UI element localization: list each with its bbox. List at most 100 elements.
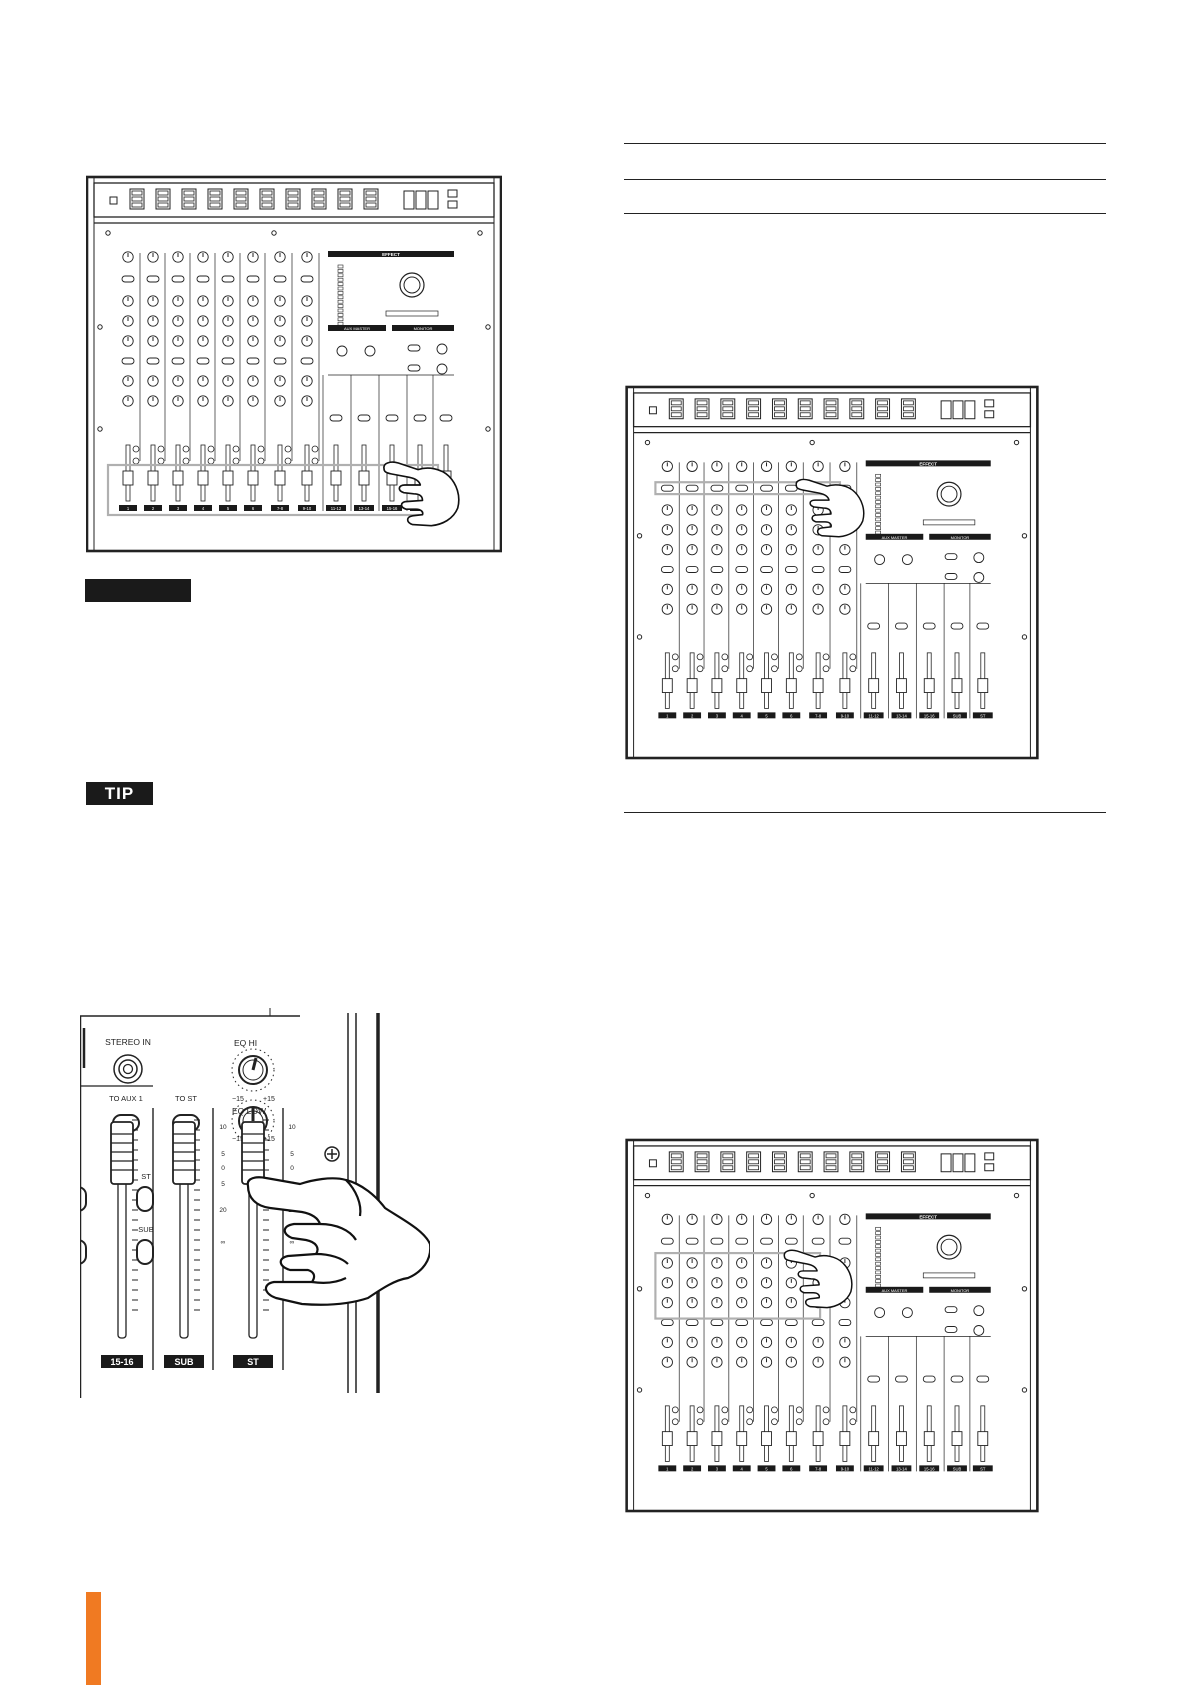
channel-knob (760, 544, 773, 556)
rear-panel-strip (93, 182, 495, 218)
svg-text:4: 4 (741, 713, 744, 718)
fader-knob (661, 1431, 673, 1446)
channel-knob (760, 1277, 773, 1289)
channel-switch (760, 566, 773, 573)
fader-scale-label: 5 (221, 1151, 225, 1158)
svg-text:11-12: 11-12 (869, 713, 880, 718)
mixer-channel-label: 7-8 (271, 505, 289, 511)
channel-knob (686, 583, 698, 595)
eq-hi-min: −15 (232, 1096, 244, 1103)
mixer-channel-label: 4 (194, 505, 212, 511)
channel-knob (661, 460, 673, 472)
tip-badge-label: TIP (104, 783, 135, 803)
master-switch (922, 1375, 936, 1383)
channel-knob (711, 583, 723, 595)
channel-switch (710, 1237, 724, 1245)
svg-text:ST: ST (247, 1357, 259, 1367)
channel-knob (661, 1277, 673, 1289)
fader-knob (330, 470, 342, 486)
channel-switch (838, 1319, 852, 1326)
mixer-channel-label: SUB (947, 1465, 967, 1471)
channel-knob (686, 544, 698, 556)
input-jack-icon (849, 398, 865, 420)
channel-switch (121, 275, 135, 283)
input-jack-icon (746, 398, 762, 420)
channel-knob (760, 603, 773, 615)
channel-knob (661, 1336, 673, 1348)
channel-knob (661, 583, 673, 595)
master-switch (895, 622, 908, 630)
channel-switch (760, 1237, 773, 1245)
monitor-section: MONITOR (929, 1286, 991, 1336)
channel-switch (811, 566, 825, 573)
channel-label-st: ST (233, 1355, 273, 1368)
aux-master-section: AUX MASTER (328, 325, 386, 357)
fader-scale-label: 10 (219, 1124, 227, 1131)
channel-switch (660, 1319, 674, 1326)
fader-scale-label: 10 (288, 1124, 296, 1131)
fader-scale-label: 0 (221, 1165, 225, 1172)
channel-knob (812, 1336, 824, 1348)
svg-text:1: 1 (666, 1466, 669, 1471)
svg-text:3: 3 (177, 506, 180, 511)
mixer-channel-label: 2 (683, 712, 702, 718)
mixer-channel-label: 7-8 (809, 712, 828, 718)
monitor-jack-icon (940, 1153, 952, 1173)
mixer-channel-label: ST (972, 712, 993, 718)
svg-text:7-8: 7-8 (815, 713, 822, 718)
channel-knob (812, 603, 824, 615)
input-jack-icon (849, 1151, 865, 1173)
input-jack-icon (311, 188, 327, 210)
fader-knob (661, 678, 673, 693)
svg-text:1: 1 (666, 713, 669, 718)
fader-knob (147, 470, 159, 486)
mixer-channel-label: 3 (707, 1465, 726, 1471)
channel-knob (785, 1336, 797, 1348)
channel-knob (812, 460, 824, 472)
channel-knob (812, 1213, 824, 1225)
accent-bar (86, 1592, 101, 1685)
svg-text:EFFECT: EFFECT (919, 1214, 937, 1219)
mixer-channel-label: 11-12 (863, 712, 884, 718)
input-jack-icon (337, 188, 353, 210)
channel-knob (711, 460, 723, 472)
master-switch (867, 1375, 881, 1383)
rule-mid (624, 812, 1106, 813)
svg-text:SUB: SUB (174, 1357, 194, 1367)
svg-text:MONITOR: MONITOR (951, 1288, 970, 1293)
svg-text:15-16: 15-16 (110, 1357, 133, 1367)
channel-switch (735, 1319, 749, 1326)
channel-switch (811, 1237, 825, 1245)
mixer-channel-label: ST (972, 1465, 993, 1471)
channel-switch (246, 275, 260, 283)
channel-switch (660, 484, 674, 492)
input-jack-icon (233, 188, 249, 210)
eq-hi-max: +15 (263, 1096, 275, 1103)
screw-icon (1021, 1286, 1028, 1292)
svg-text:EFFECT: EFFECT (382, 252, 400, 257)
channel-knob (736, 1213, 748, 1225)
mixer-channel-label: 3 (707, 712, 726, 718)
channel-knob (760, 460, 773, 472)
channel-switch (838, 566, 852, 573)
svg-text:AUX MASTER: AUX MASTER (882, 1288, 908, 1293)
master-switch (950, 622, 964, 630)
fader-knob (951, 1431, 963, 1446)
input-jack-icon (694, 398, 710, 420)
master-switch (413, 414, 427, 422)
svg-text:9-10: 9-10 (841, 1466, 850, 1471)
fader-knob (711, 1431, 723, 1446)
mixer-channel-label: 1 (658, 712, 677, 718)
svg-text:15-16: 15-16 (924, 1466, 935, 1471)
channel-knob (686, 1336, 698, 1348)
channel-knob (686, 1213, 698, 1225)
svg-text:5: 5 (227, 506, 230, 511)
to-st-label: TO ST (175, 1094, 197, 1103)
input-jack-icon (900, 1151, 916, 1173)
svg-text:3: 3 (716, 1466, 719, 1471)
channel-switch (784, 484, 798, 492)
svg-text:6: 6 (790, 713, 793, 718)
input-jack-icon (720, 398, 736, 420)
fader-scale-label: 5 (290, 1151, 294, 1158)
